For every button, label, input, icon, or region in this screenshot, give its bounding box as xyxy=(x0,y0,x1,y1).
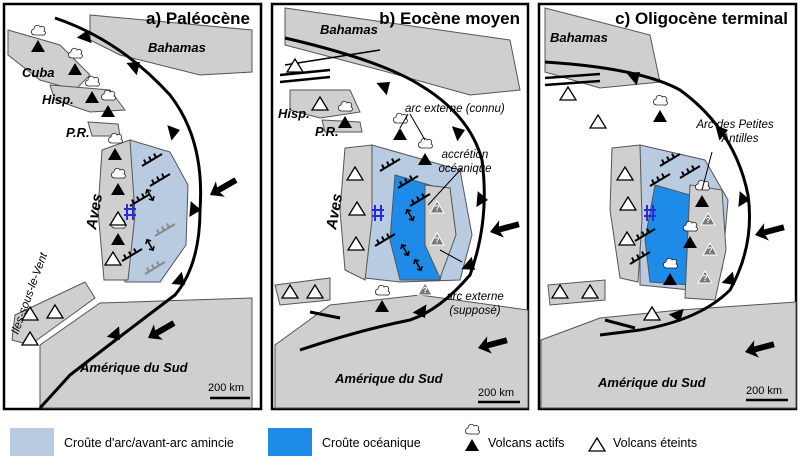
label-suppose: (supposé) xyxy=(449,305,500,317)
label-arc-petites-antilles: Arc des Petites xyxy=(695,119,774,131)
legend-label-arc-crust: Croûte d'arc/avant-arc amincie xyxy=(64,436,234,450)
legend-label-extinct-volcanoes: Volcans éteints xyxy=(613,436,697,450)
scale-label: 200 km xyxy=(478,387,514,399)
legend-swatch-oceanic-crust xyxy=(268,428,312,456)
label-arc-externe: arc externe xyxy=(446,291,504,303)
south-america-landmass xyxy=(540,301,797,409)
scale-label: 200 km xyxy=(208,382,244,394)
label-hispaniola: Hisp. xyxy=(42,92,74,107)
panel-title: c) Oligocène terminal xyxy=(615,9,788,28)
label-south-america: Amérique du Sud xyxy=(597,375,707,390)
panel-title: b) Eocène moyen xyxy=(379,9,520,28)
legend-label-active-volcanoes: Volcans actifs xyxy=(488,436,564,450)
label-south-america: Amérique du Sud xyxy=(334,371,444,386)
panel-paleocene: a) Paléocène Bahamas Cuba Hisp. P.R. Ave… xyxy=(2,2,263,411)
south-america-landmass xyxy=(39,297,253,409)
label-aves: Aves xyxy=(323,192,346,231)
external-arc xyxy=(684,184,727,301)
panel-oligocene-terminal: c) Oligocène terminal Bahamas Arc des Pe… xyxy=(537,2,798,411)
label-cuba: Cuba xyxy=(22,65,55,80)
label-south-america: Amérique du Sud xyxy=(79,360,189,375)
label-bahamas: Bahamas xyxy=(148,40,206,55)
label-accretion: accrétion xyxy=(442,149,489,161)
label-bahamas: Bahamas xyxy=(320,22,378,37)
panel-title: a) Paléocène xyxy=(146,9,250,28)
subduction-zone xyxy=(544,60,751,337)
label-antilles: Antilles xyxy=(720,133,758,145)
label-puerto-rico: P.R. xyxy=(315,124,339,139)
label-arc-externe-connu: arc externe (connu) xyxy=(405,103,505,115)
legend: Croûte d'arc/avant-arc amincie Croûte oc… xyxy=(10,423,697,456)
aves-ridge xyxy=(97,139,136,281)
scale-label: 200 km xyxy=(746,385,782,397)
bahamas-landmass xyxy=(544,7,661,89)
bahamas-landmass xyxy=(284,7,521,96)
extinct-volcano-icon xyxy=(588,437,606,452)
label-aves: Aves xyxy=(83,192,106,231)
panel-eocene-moyen: b) Eocène moyen Bahamas Hisp. P.R. Aves … xyxy=(270,2,530,411)
legend-swatch-arc-crust xyxy=(10,428,54,456)
label-hispaniola: Hisp. xyxy=(278,106,310,121)
legend-label-oceanic-crust: Croûte océanique xyxy=(322,436,421,450)
label-bahamas: Bahamas xyxy=(550,30,608,45)
label-puerto-rico: P.R. xyxy=(66,125,90,140)
active-volcano-icon xyxy=(464,423,480,452)
label-oceanique: océanique xyxy=(438,163,491,175)
